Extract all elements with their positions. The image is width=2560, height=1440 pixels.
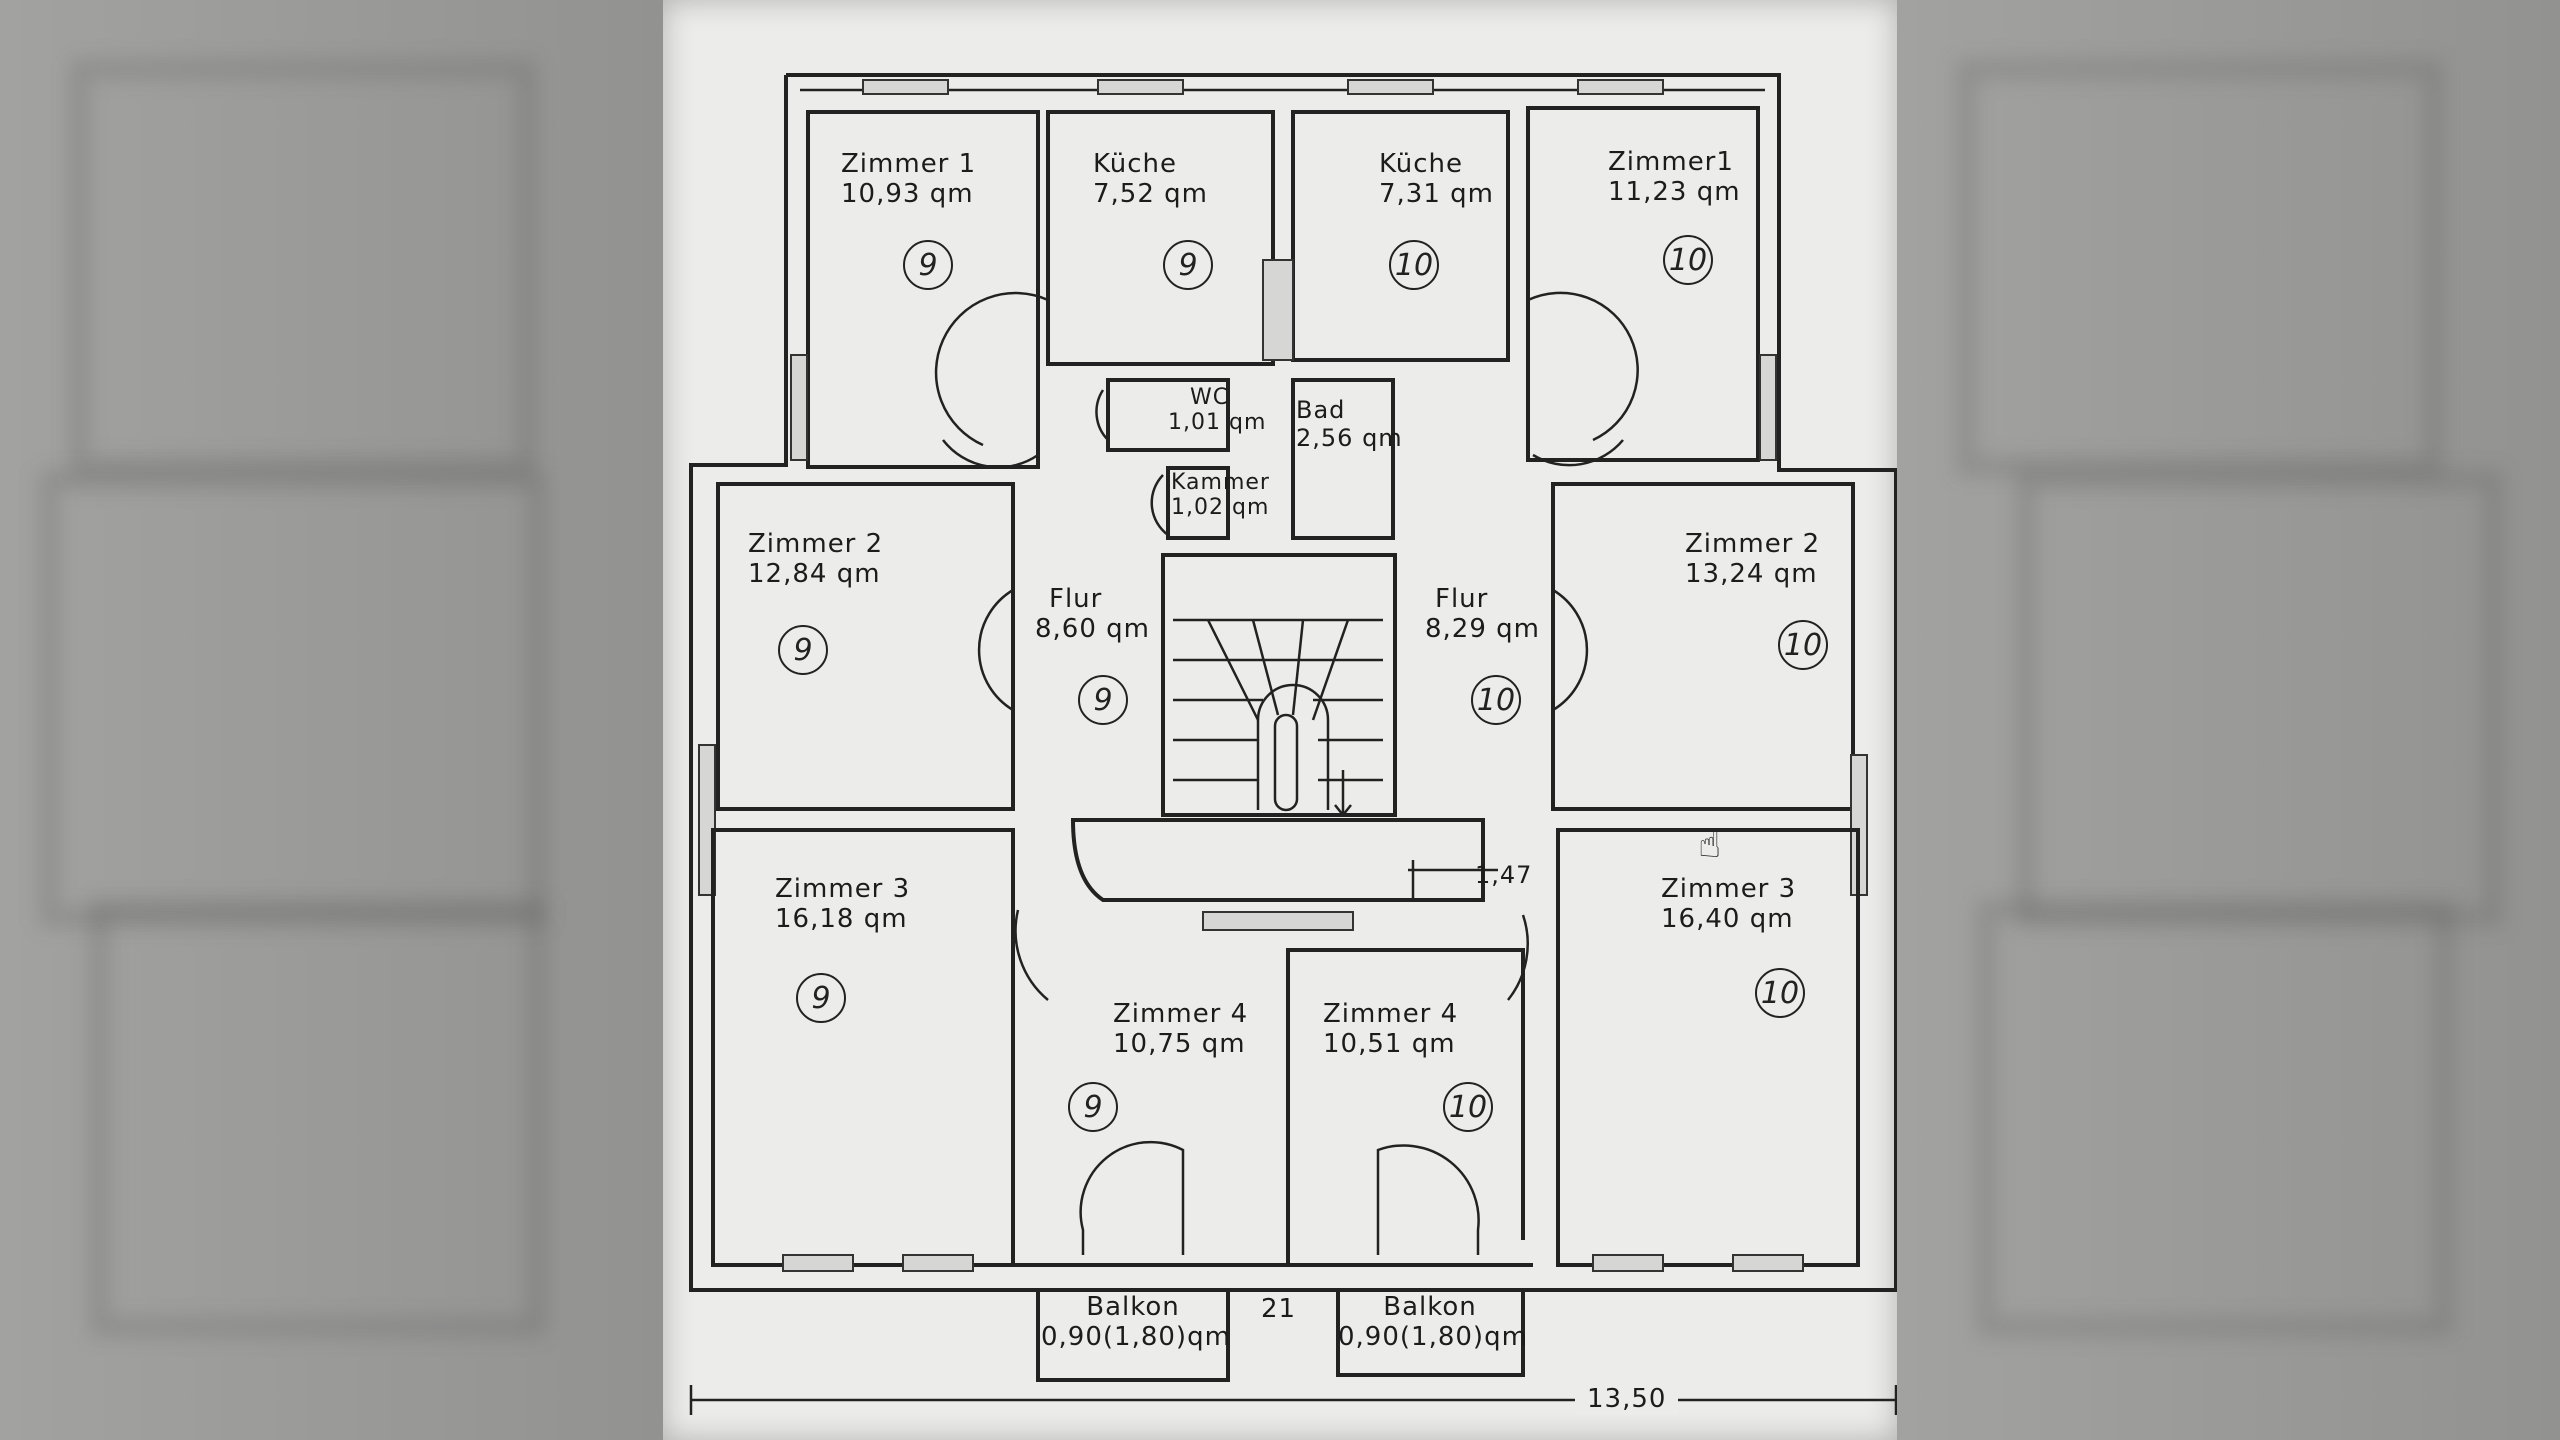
- room-name: Zimmer 1: [841, 149, 977, 179]
- left-zimmer4-label: Zimmer 4 10,75 qm: [1113, 999, 1249, 1060]
- room-area: 12,84 qm: [748, 558, 881, 589]
- left-balkon-label: Balkon 0,90(1,80)qm: [1041, 1292, 1231, 1353]
- wc-outline: [1106, 378, 1230, 452]
- room-name: Kammer: [1171, 470, 1270, 495]
- kammer-outline: [1166, 466, 1230, 540]
- door-arc: [977, 588, 1014, 712]
- left-zimmer2-outline: [716, 482, 1015, 811]
- room-area: 10,75 qm: [1113, 1028, 1246, 1059]
- room-area: 7,52 qm: [1093, 178, 1208, 209]
- door-arc: [1552, 588, 1589, 712]
- left-kueche-outline: [1046, 110, 1275, 366]
- room-area: 0,90(1,80)qm: [1041, 1321, 1231, 1352]
- unit-badge: 10: [1778, 620, 1828, 670]
- room-name: Zimmer 3: [775, 874, 911, 904]
- blurred-background-left: [0, 0, 663, 1440]
- room-area: 11,23 qm: [1608, 176, 1741, 207]
- room-name: Zimmer 2: [748, 529, 884, 559]
- room-area: 10,93 qm: [841, 178, 974, 209]
- left-zimmer3-label: Zimmer 3 16,18 qm: [775, 874, 911, 935]
- right-balkon-outline: [1336, 1288, 1525, 1377]
- left-zimmer1-label: Zimmer 1 10,93 qm: [841, 149, 977, 210]
- door-arc: [1014, 909, 1049, 1001]
- unit-badge: 10: [1389, 240, 1439, 290]
- room-area: 13,24 qm: [1685, 558, 1818, 589]
- room-name: Balkon: [1383, 1292, 1477, 1322]
- unit-badge: 9: [1078, 675, 1128, 725]
- landing: [1070, 818, 1485, 902]
- right-zimmer4-label: Zimmer 4 10,51 qm: [1323, 999, 1459, 1060]
- right-kueche-label: Küche 7,31 qm: [1379, 149, 1494, 210]
- right-zimmer3-label: Zimmer 3 16,40 qm: [1661, 874, 1797, 935]
- room-area: 0,90(1,80)qm: [1338, 1321, 1528, 1352]
- room-area: 10,51 qm: [1323, 1028, 1456, 1059]
- right-zimmer3-outline: [1556, 828, 1860, 1267]
- room-area: 8,29 qm: [1425, 613, 1540, 644]
- unit-badge: 10: [1471, 675, 1521, 725]
- room-area: 16,40 qm: [1661, 903, 1794, 934]
- room-area: 2,56 qm: [1296, 423, 1403, 452]
- room-area: 7,31 qm: [1379, 178, 1494, 209]
- room-name: Küche: [1379, 149, 1464, 179]
- room-name: Balkon: [1086, 1292, 1180, 1322]
- unit-badge: 9: [1068, 1082, 1118, 1132]
- left-flur-label: Flur 8,60 qm: [1035, 584, 1150, 645]
- room-name: Zimmer1: [1608, 147, 1734, 177]
- unit-badge: 9: [796, 973, 846, 1023]
- left-zimmer1-outline: [806, 110, 1040, 469]
- floor-plan: Zimmer 1 10,93 qm 9 Küche 7,52 qm 9 Küch…: [663, 0, 1897, 1440]
- door-arc: [934, 291, 1049, 447]
- bad-label: Bad 2,56 qm: [1296, 396, 1403, 452]
- door-arc: [1507, 914, 1529, 1001]
- wc-label: WC 1,01 qm: [1168, 385, 1266, 436]
- left-kueche-label: Küche 7,52 qm: [1093, 149, 1208, 210]
- door-arc: [1150, 474, 1169, 537]
- hand-cursor-icon: ☝: [1698, 822, 1722, 866]
- left-zimmer2-label: Zimmer 2 12,84 qm: [748, 529, 884, 590]
- room-area: 8,60 qm: [1035, 613, 1150, 644]
- door-arc: [1527, 291, 1639, 442]
- room-name: Zimmer 2: [1685, 529, 1821, 559]
- floor-plan-drawing: [689, 73, 1897, 1415]
- room-name: Bad: [1296, 396, 1346, 424]
- landing-dimension: 1,47: [1475, 861, 1533, 889]
- room-name: Zimmer 3: [1661, 874, 1797, 904]
- door-arc: [942, 439, 1039, 469]
- room-area: 1,01 qm: [1168, 410, 1267, 436]
- door-arc: [1532, 439, 1624, 467]
- left-zimmer3-outline: [711, 828, 1015, 1267]
- unit-badge: 10: [1755, 968, 1805, 1018]
- room-name: Zimmer 4: [1113, 999, 1249, 1029]
- room-name: WC: [1190, 385, 1230, 410]
- right-zimmer1-label: Zimmer1 11,23 qm: [1608, 147, 1741, 208]
- room-name: Küche: [1093, 149, 1178, 179]
- door-arc: [1376, 1144, 1480, 1255]
- right-zimmer2-label: Zimmer 2 13,24 qm: [1685, 529, 1821, 590]
- left-balkon-outline: [1036, 1288, 1230, 1382]
- right-zimmer1-outline: [1526, 106, 1760, 462]
- right-kueche-outline: [1291, 110, 1510, 362]
- unit-badge: 9: [903, 240, 953, 290]
- unit-badge: 10: [1663, 235, 1713, 285]
- room-area: 1,02 qm: [1171, 495, 1270, 521]
- right-flur-label: Flur 8,29 qm: [1425, 584, 1540, 645]
- bad-outline: [1291, 378, 1395, 540]
- total-width-label: 13,50: [1575, 1384, 1679, 1415]
- room-area: 16,18 qm: [775, 903, 908, 934]
- stair-core: [1161, 553, 1397, 817]
- unit-badge: 9: [778, 625, 828, 675]
- room-name: Flur: [1049, 584, 1103, 614]
- door-arc: [1079, 1140, 1185, 1255]
- room-name: Flur: [1435, 584, 1489, 614]
- outer-wall: [689, 73, 1897, 1292]
- room-name: Zimmer 4: [1323, 999, 1459, 1029]
- unit-badge: 9: [1163, 240, 1213, 290]
- stair-number: 21: [1261, 1294, 1297, 1324]
- blurred-background-right: [1897, 0, 2560, 1440]
- unit-badge: 10: [1443, 1082, 1493, 1132]
- right-zimmer2-outline: [1551, 482, 1855, 811]
- door-arc: [1095, 389, 1109, 441]
- kammer-label: Kammer 1,02 qm: [1171, 470, 1270, 521]
- right-balkon-label: Balkon 0,90(1,80)qm: [1338, 1292, 1528, 1353]
